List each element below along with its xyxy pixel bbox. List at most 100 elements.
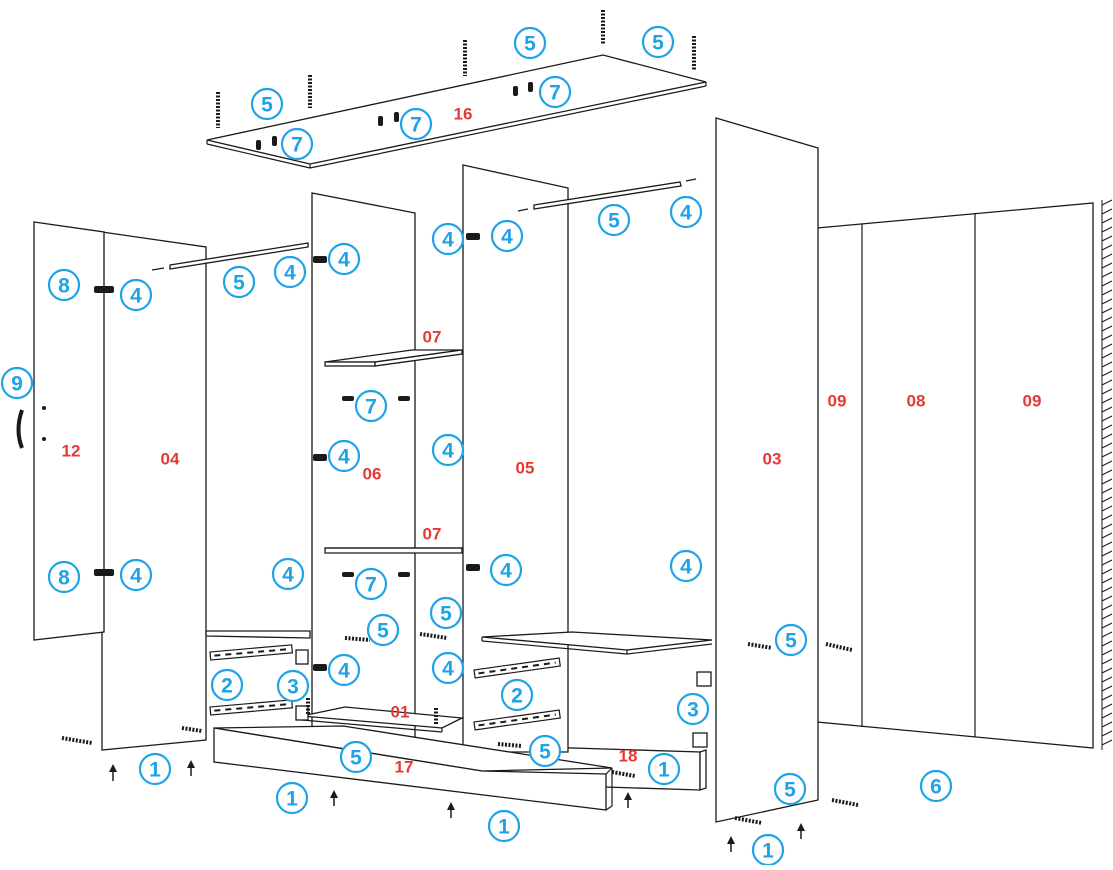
left-side-panel bbox=[101, 231, 207, 751]
callout-3: 3 bbox=[676, 692, 710, 726]
callout-number: 5 bbox=[377, 620, 389, 643]
callout-9: 9 bbox=[0, 366, 34, 400]
callout-number: 5 bbox=[785, 630, 797, 653]
drawer-slide-end bbox=[696, 671, 712, 687]
callout-1: 1 bbox=[275, 781, 309, 815]
callout-3: 3 bbox=[276, 669, 310, 703]
screws bbox=[61, 10, 859, 825]
arrows-up bbox=[109, 760, 805, 852]
callout-number: 9 bbox=[11, 373, 23, 396]
part-label-07-upper: 07 bbox=[423, 327, 442, 346]
callout-5: 5 bbox=[773, 772, 807, 806]
callout-number: 5 bbox=[784, 779, 796, 802]
callout-7: 7 bbox=[399, 107, 433, 141]
callout-1: 1 bbox=[138, 752, 172, 786]
callout-4: 4 bbox=[431, 222, 465, 256]
callout-number: 5 bbox=[261, 94, 273, 117]
part-label-03: 03 bbox=[763, 449, 782, 468]
callout-5: 5 bbox=[774, 623, 808, 657]
callout-4: 4 bbox=[119, 278, 153, 312]
callout-number: 5 bbox=[440, 603, 452, 626]
callout-4: 4 bbox=[273, 255, 307, 289]
callout-number: 5 bbox=[350, 747, 362, 770]
callout-5: 5 bbox=[641, 25, 675, 59]
part-label-17: 17 bbox=[395, 757, 414, 776]
callout-number: 4 bbox=[130, 565, 142, 588]
cam-dowels bbox=[256, 82, 533, 577]
part-label-12: 12 bbox=[62, 441, 81, 460]
right-shelf bbox=[481, 631, 713, 651]
hinges bbox=[94, 233, 480, 671]
callout-4: 4 bbox=[119, 558, 153, 592]
callout-5: 5 bbox=[222, 265, 256, 299]
hanging-rod-right bbox=[517, 178, 697, 212]
callout-number: 4 bbox=[680, 202, 692, 225]
callout-number: 6 bbox=[930, 776, 942, 799]
callout-7: 7 bbox=[354, 389, 388, 423]
callout-5: 5 bbox=[339, 740, 373, 774]
callout-number: 1 bbox=[498, 816, 510, 839]
callout-number: 5 bbox=[608, 210, 620, 233]
part-label-07-lower: 07 bbox=[423, 524, 442, 543]
callout-6: 6 bbox=[919, 769, 953, 803]
callout-4: 4 bbox=[490, 219, 524, 253]
part-label-06: 06 bbox=[363, 464, 382, 483]
callout-7: 7 bbox=[538, 75, 572, 109]
part-label-05: 05 bbox=[516, 458, 535, 477]
drawer-slide bbox=[209, 699, 294, 716]
callout-8: 8 bbox=[47, 560, 81, 594]
callout-7: 7 bbox=[280, 127, 314, 161]
callout-4: 4 bbox=[271, 557, 305, 591]
callout-number: 7 bbox=[291, 134, 303, 157]
callout-number: 1 bbox=[286, 788, 298, 811]
callout-number: 5 bbox=[539, 741, 551, 764]
callout-number: 4 bbox=[338, 660, 350, 683]
callout-number: 4 bbox=[338, 249, 350, 272]
callout-4: 4 bbox=[489, 553, 523, 587]
callout-number: 1 bbox=[658, 759, 670, 782]
callout-number: 2 bbox=[221, 675, 233, 698]
callout-number: 4 bbox=[501, 226, 513, 249]
part-label-08: 08 bbox=[907, 391, 926, 410]
callout-number: 3 bbox=[687, 699, 699, 722]
callout-4: 4 bbox=[327, 242, 361, 276]
top-panel bbox=[206, 54, 707, 169]
hanging-rod-left bbox=[151, 242, 309, 271]
callout-4: 4 bbox=[431, 651, 465, 685]
callout-4: 4 bbox=[669, 549, 703, 583]
right-side-panel bbox=[715, 117, 819, 823]
door-panel bbox=[33, 221, 105, 641]
callout-5: 5 bbox=[429, 596, 463, 630]
callout-5: 5 bbox=[528, 734, 562, 768]
handle-hole bbox=[42, 406, 46, 410]
callout-number: 4 bbox=[442, 658, 454, 681]
drawer-slide bbox=[209, 644, 294, 661]
callout-4: 4 bbox=[327, 439, 361, 473]
callout-1: 1 bbox=[647, 752, 681, 786]
callout-5: 5 bbox=[597, 203, 631, 237]
callout-1: 1 bbox=[487, 809, 521, 843]
part-label-16: 16 bbox=[454, 104, 473, 123]
callout-number: 5 bbox=[652, 32, 664, 55]
callout-number: 7 bbox=[365, 574, 377, 597]
callout-number: 4 bbox=[282, 564, 294, 587]
drawer-slide bbox=[473, 657, 561, 679]
callout-number: 2 bbox=[511, 685, 523, 708]
callout-number: 8 bbox=[58, 275, 70, 298]
callout-1: 1 bbox=[751, 833, 785, 867]
part-label-09-right: 09 bbox=[1023, 391, 1042, 410]
callout-5: 5 bbox=[366, 613, 400, 647]
callout-number: 3 bbox=[287, 676, 299, 699]
callout-number: 1 bbox=[149, 759, 161, 782]
callout-4: 4 bbox=[327, 653, 361, 687]
callout-number: 7 bbox=[549, 82, 561, 105]
callout-number: 5 bbox=[524, 33, 536, 56]
door-handle bbox=[16, 409, 24, 449]
callout-4: 4 bbox=[669, 195, 703, 229]
drawer-slide-end bbox=[692, 732, 708, 748]
callout-number: 4 bbox=[500, 560, 512, 583]
part-label-01: 01 bbox=[391, 702, 410, 721]
